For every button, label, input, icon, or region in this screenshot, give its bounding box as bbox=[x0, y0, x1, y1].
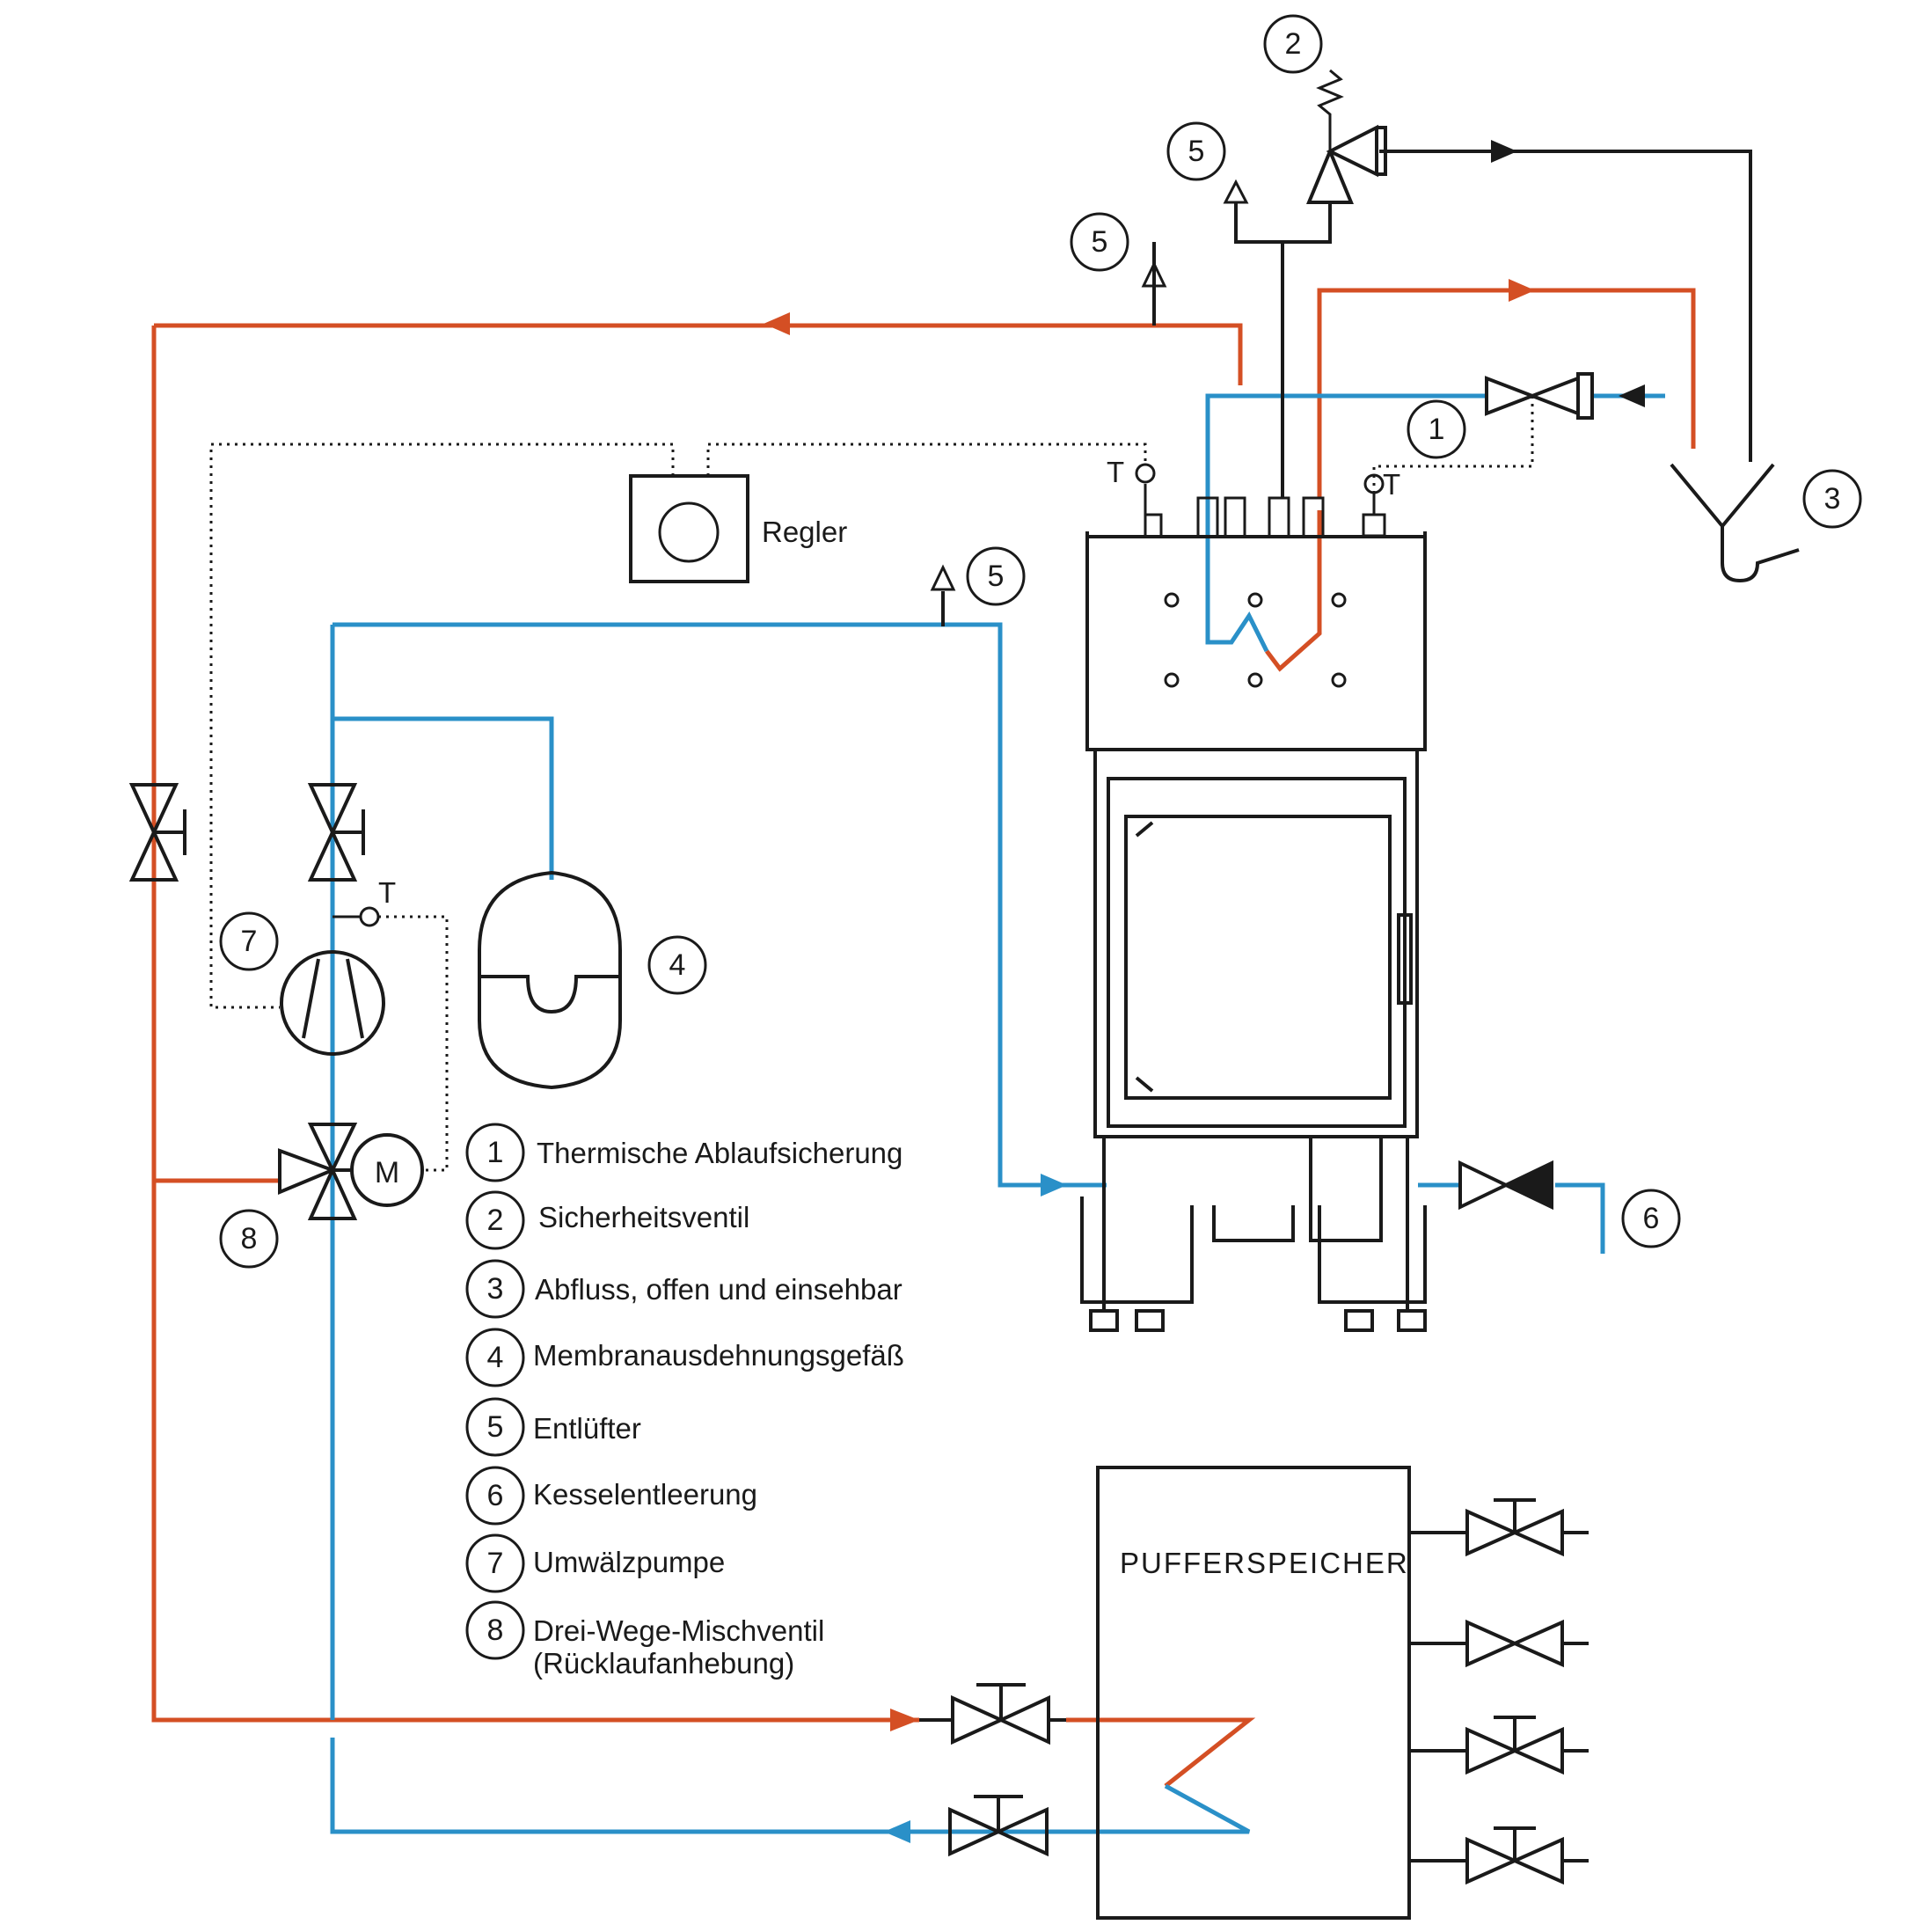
bubble-5a: 5 bbox=[1188, 135, 1205, 168]
expansion-vessel bbox=[478, 870, 622, 1090]
buffer-valves bbox=[1465, 1498, 1589, 1885]
safety-lines bbox=[941, 140, 1752, 626]
supply-pipes bbox=[151, 279, 1696, 1788]
return-pipes bbox=[330, 384, 1665, 1843]
number-bubbles: 2 5 5 1 3 5 4 7 8 6 bbox=[219, 14, 1862, 1269]
legend-text-6: Kesselentleerung bbox=[533, 1478, 757, 1511]
mixing-valve bbox=[278, 1123, 424, 1220]
bubble-5b: 5 bbox=[1092, 225, 1108, 259]
bubble-1: 1 bbox=[1429, 413, 1445, 446]
flow-arrow bbox=[1491, 140, 1517, 163]
legend-text-8b: (Rücklaufanhebung) bbox=[533, 1647, 794, 1680]
legend-text-2: Sicherheitsventil bbox=[538, 1201, 749, 1233]
flow-arrow bbox=[1041, 1174, 1067, 1197]
flow-arrow bbox=[890, 1709, 919, 1731]
legend-text-4: Membranausdehnungsgefäß bbox=[533, 1339, 904, 1372]
temp-label-thermal: T bbox=[1383, 468, 1400, 501]
legend-num-3: 3 bbox=[487, 1272, 504, 1306]
legend-num-4: 4 bbox=[487, 1341, 504, 1374]
flow-arrow bbox=[884, 1820, 910, 1843]
pump-sensor bbox=[333, 906, 449, 1172]
legend-num-8: 8 bbox=[487, 1614, 504, 1647]
temp-label-stove: T bbox=[1107, 456, 1124, 488]
flow-arrow bbox=[764, 312, 790, 335]
legend-text-3: Abfluss, offen und einsehbar bbox=[535, 1273, 903, 1306]
safety-valve bbox=[1306, 69, 1387, 204]
legend-text-8: Drei-Wege-Mischventil bbox=[533, 1614, 824, 1647]
legend-num-5: 5 bbox=[487, 1410, 504, 1444]
bubble-3: 3 bbox=[1824, 482, 1841, 516]
controller bbox=[209, 443, 1147, 1009]
bubble-6: 6 bbox=[1643, 1202, 1660, 1235]
bubble-8: 8 bbox=[241, 1222, 258, 1255]
buffer-label: PUFFERSPEICHER bbox=[1120, 1547, 1409, 1579]
thermal-valve bbox=[1362, 372, 1594, 538]
motor-label: M bbox=[375, 1156, 399, 1189]
legend-num-2: 2 bbox=[487, 1204, 504, 1237]
temp-label-pump: T bbox=[378, 876, 396, 909]
drain-funnel bbox=[1670, 463, 1800, 583]
vent-symbols bbox=[930, 179, 1249, 591]
flow-arrow bbox=[1619, 384, 1645, 407]
bubble-5c: 5 bbox=[988, 560, 1005, 593]
legend-num-6: 6 bbox=[487, 1479, 504, 1512]
bubble-4: 4 bbox=[669, 948, 686, 982]
bubble-7: 7 bbox=[241, 925, 258, 958]
pipe-valves-bottom bbox=[919, 1683, 1066, 1857]
legend-num-7: 7 bbox=[487, 1547, 504, 1580]
buffer-tank bbox=[1096, 1466, 1467, 1920]
valve-blue bbox=[307, 783, 365, 882]
circulation-pump bbox=[280, 950, 385, 1056]
bubble-2: 2 bbox=[1285, 27, 1302, 61]
stove bbox=[1080, 463, 1427, 1332]
legend: 1 Thermische Ablaufsicherung 2 Sicherhei… bbox=[465, 1123, 904, 1680]
legend-text-5: Entlüfter bbox=[533, 1412, 641, 1445]
valve-red bbox=[128, 783, 186, 882]
legend-text-1: Thermische Ablaufsicherung bbox=[537, 1137, 903, 1169]
legend-text-7: Umwälzpumpe bbox=[533, 1546, 725, 1578]
legend-num-1: 1 bbox=[487, 1136, 504, 1169]
drain-valve bbox=[1458, 1160, 1553, 1211]
controller-label: Regler bbox=[762, 516, 847, 548]
flow-arrow bbox=[1509, 279, 1535, 302]
